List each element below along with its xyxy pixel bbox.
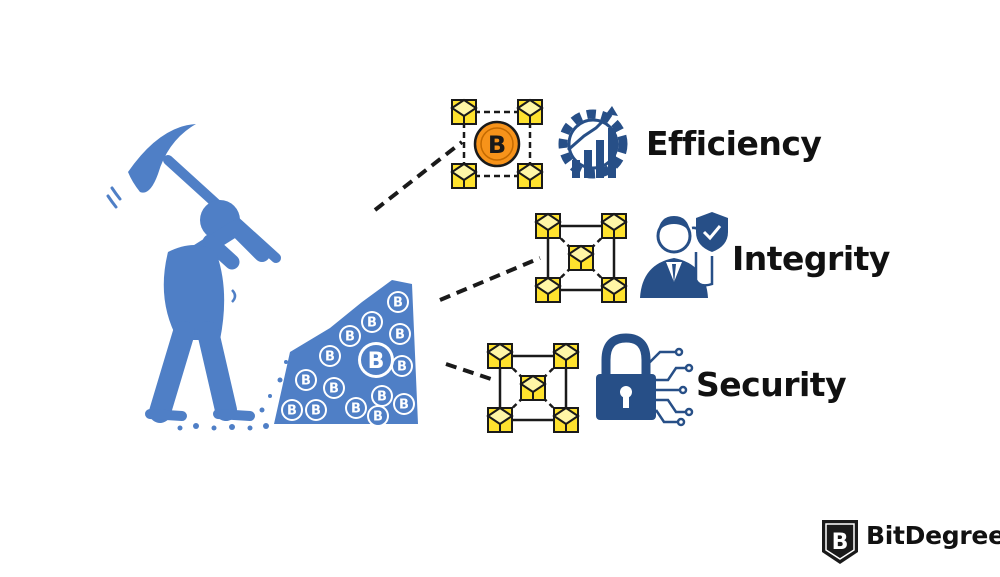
bitdegree-shield-logo-icon: B [822, 520, 858, 564]
svg-text:B: B [368, 349, 385, 374]
bitcoin-coin-icon: B [473, 120, 521, 168]
security-blockchain-icon [487, 343, 579, 433]
padlock-circuit-icon [596, 333, 694, 427]
brand-logo-letter: B [832, 530, 849, 555]
brand-name: BitDegree [866, 521, 1000, 550]
label-integrity: Integrity [732, 239, 890, 278]
connector-lines [373, 140, 541, 382]
integrity-blockchain-icon [535, 213, 627, 303]
gear-chart-icon [558, 106, 628, 179]
efficiency-blockchain-icon: B [451, 99, 543, 189]
label-efficiency: Efficiency [646, 124, 822, 163]
businessman-shield-icon [640, 212, 728, 298]
miner-with-pickaxe-icon [106, 124, 281, 423]
svg-text:B: B [488, 131, 506, 159]
label-security: Security [696, 365, 847, 404]
bitcoin-coin-pile-icon: B [177, 280, 418, 431]
